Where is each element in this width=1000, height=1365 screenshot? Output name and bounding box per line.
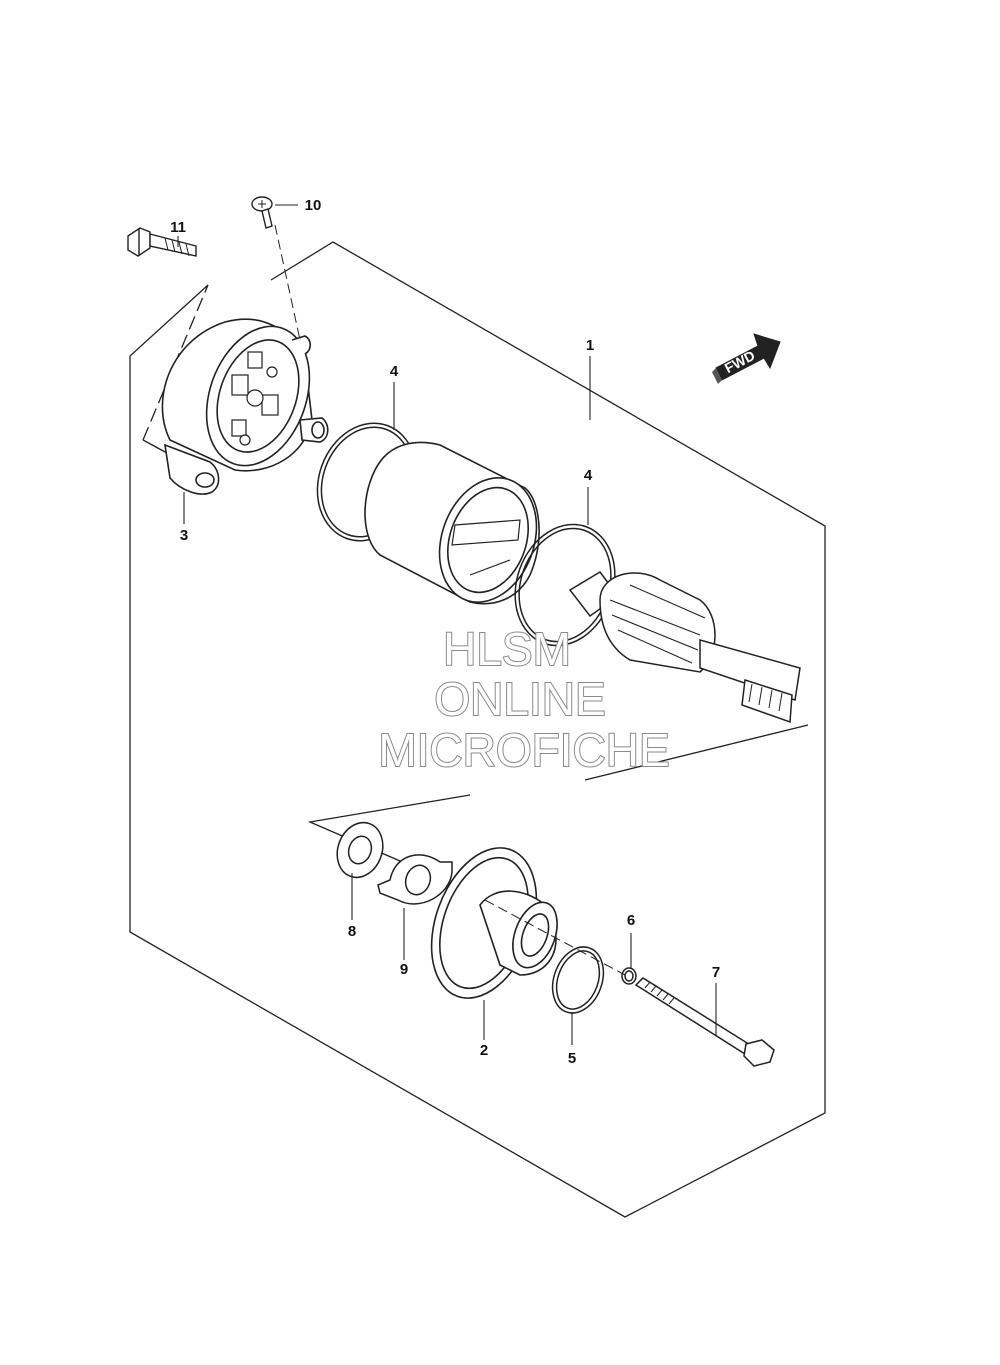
callout-10: 10 bbox=[305, 197, 322, 214]
callout-3: 3 bbox=[180, 527, 188, 544]
center-lines bbox=[274, 224, 626, 976]
fwd-arrow-badge: FWD bbox=[712, 333, 781, 384]
fwd-label: FWD bbox=[722, 347, 758, 376]
part-11-bolt[interactable] bbox=[127, 227, 197, 257]
callout-4-lower: 4 bbox=[584, 467, 593, 484]
watermark-line-3: MICROFICHE bbox=[378, 724, 669, 776]
watermark-line-1: HLSM bbox=[443, 623, 571, 675]
callout-6: 6 bbox=[627, 912, 635, 929]
part-7-through-bolt[interactable] bbox=[634, 977, 775, 1067]
part-10-screw[interactable] bbox=[251, 196, 273, 229]
part-2-front-housing[interactable] bbox=[412, 833, 565, 1012]
callout-1: 1 bbox=[586, 337, 594, 354]
part-6-small-o-ring[interactable] bbox=[621, 967, 637, 985]
fwd-arrow-icon bbox=[715, 333, 781, 381]
assembly-outline bbox=[129, 241, 826, 1218]
watermark-line-2: ONLINE bbox=[434, 673, 605, 725]
callout-8: 8 bbox=[348, 923, 356, 940]
callout-11: 11 bbox=[170, 219, 186, 236]
callout-5: 5 bbox=[568, 1050, 576, 1067]
callout-9: 9 bbox=[400, 961, 408, 978]
callout-2: 2 bbox=[480, 1042, 488, 1059]
part-9-lock-plate[interactable] bbox=[377, 854, 453, 905]
yoke-housing[interactable] bbox=[364, 441, 553, 616]
part-8-washer[interactable] bbox=[330, 816, 390, 884]
callout-7: 7 bbox=[712, 964, 720, 981]
callout-labels: 1 2 3 4 4 5 6 7 8 9 10 11 bbox=[170, 197, 720, 1067]
armature[interactable] bbox=[568, 571, 801, 724]
part-3-end-cover[interactable] bbox=[161, 312, 329, 495]
callout-4-upper: 4 bbox=[390, 363, 399, 380]
watermark: HLSM ONLINE MICROFICHE bbox=[377, 622, 670, 777]
leader-lines bbox=[177, 204, 717, 1045]
part-5-o-ring[interactable] bbox=[544, 940, 612, 1020]
